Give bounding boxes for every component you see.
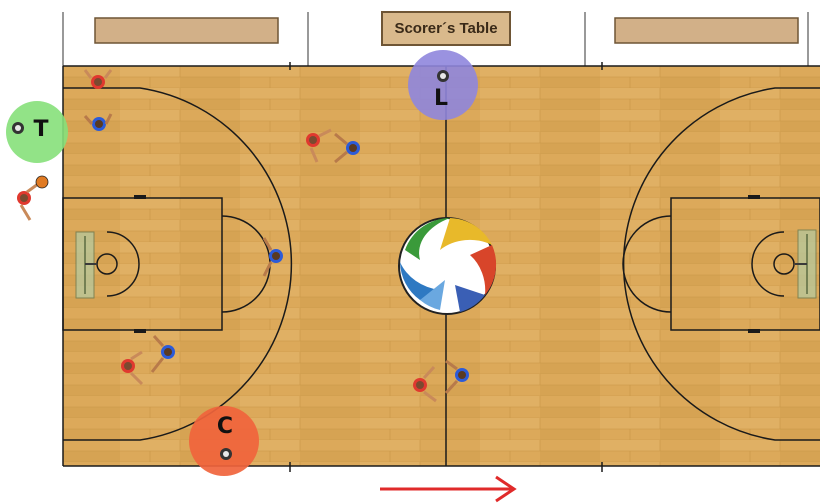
- direction-arrow-icon: [380, 477, 514, 501]
- referee-letter-lead: L: [421, 86, 461, 111]
- bench-right: [615, 18, 798, 43]
- scorers-table-label: Scorer´s Table: [394, 20, 497, 37]
- referee-letter-center: C: [205, 414, 245, 439]
- basketball-icon: [36, 176, 48, 188]
- center-ball-logo: [399, 218, 496, 314]
- bench-left: [95, 18, 278, 43]
- left-backboard: [76, 232, 97, 298]
- referee-letter-trail: T: [21, 117, 61, 142]
- right-backboard: [795, 230, 816, 298]
- scorers-table: Scorer´s Table: [381, 11, 511, 46]
- player-red-with-ball: [17, 176, 48, 220]
